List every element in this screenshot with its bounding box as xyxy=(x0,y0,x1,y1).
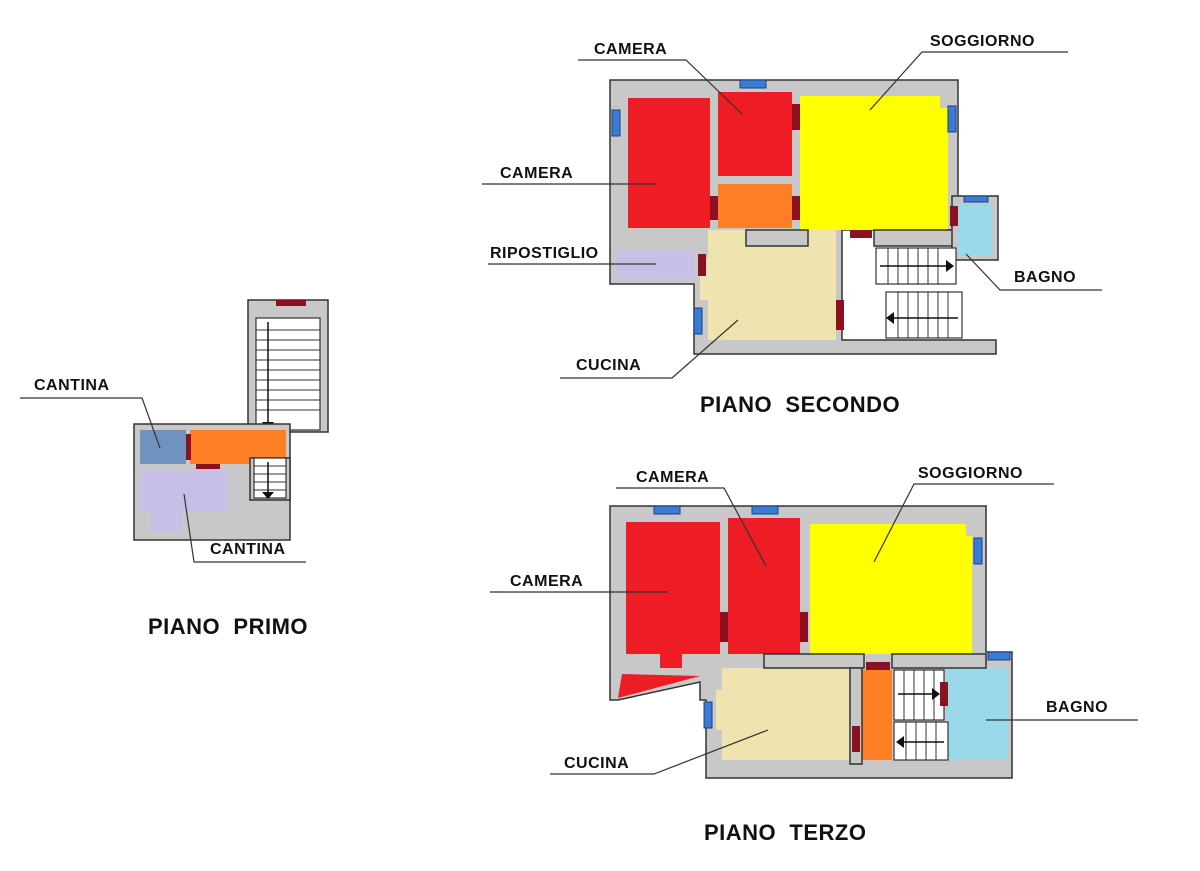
room-terzo-camera-left-corner xyxy=(618,674,700,698)
window-secondo-4 xyxy=(963,195,989,203)
floor-title-primo: PIANO PRIMO xyxy=(148,614,308,639)
floor-plan-secondo: CAMERA SOGGIORNO CAMERA RIPOSTIGLIO BAGN… xyxy=(482,33,1102,417)
room-terzo-camera-mid xyxy=(728,518,800,654)
label-terzo-bagno: BAGNO xyxy=(1046,699,1108,716)
label-primo-cantina-bottom: CANTINA xyxy=(210,541,286,558)
leader-primo-cantina-top xyxy=(20,397,161,449)
wall-secondo-inner-1 xyxy=(745,229,809,247)
label-secondo-camera-top: CAMERA xyxy=(594,41,667,58)
leader-secondo-cucina xyxy=(560,319,739,379)
stair-steps-primo-lower xyxy=(254,465,286,491)
door-secondo-3 xyxy=(792,196,800,220)
room-secondo-disimpegno xyxy=(718,184,792,228)
label-secondo-ripostiglio: RIPOSTIGLIO xyxy=(490,245,599,262)
wall-secondo-inner-2 xyxy=(873,229,959,247)
window-terzo-2 xyxy=(751,505,779,515)
window-terzo-4 xyxy=(987,651,1011,661)
window-secondo-2 xyxy=(611,109,621,137)
window-terzo-1 xyxy=(653,505,681,515)
leader-primo-cantina-bottom xyxy=(183,493,306,563)
stair-primo-lower xyxy=(253,457,287,499)
room-secondo-camera-left xyxy=(628,98,710,228)
stair-arrowhead-secondo-lower xyxy=(886,312,894,324)
stair-primo-upper xyxy=(255,317,321,431)
room-primo-cantina-b xyxy=(140,470,228,532)
room-terzo-cucina xyxy=(716,668,850,760)
window-secondo-3 xyxy=(947,105,957,133)
label-secondo-camera-left: CAMERA xyxy=(500,165,573,182)
door-terzo-1 xyxy=(720,612,728,642)
stair-steps-terzo-lower xyxy=(905,722,937,760)
room-secondo-camera-top xyxy=(718,92,792,176)
label-primo-cantina-top: CANTINA xyxy=(34,377,110,394)
door-secondo-4 xyxy=(850,230,872,238)
label-secondo-soggiorno: SOGGIORNO xyxy=(930,33,1035,50)
room-terzo-soggiorno xyxy=(810,524,972,654)
room-terzo-disimpegno xyxy=(862,670,892,760)
floor-plan-terzo: CAMERA SOGGIORNO CAMERA BAGNO CUCINA PIA… xyxy=(490,465,1138,845)
room-terzo-bagno xyxy=(946,668,1008,760)
floor-title-secondo: PIANO SECONDO xyxy=(700,392,900,417)
door-terzo-4 xyxy=(852,726,860,752)
room-secondo-cucina xyxy=(700,230,836,340)
leader-secondo-soggiorno xyxy=(869,51,1068,111)
stair-arrowhead-primo-lower xyxy=(262,492,274,499)
stair-arrowhead-secondo-upper xyxy=(946,260,954,272)
room-secondo-bagno xyxy=(958,204,992,256)
door-terzo-2 xyxy=(800,612,808,642)
label-terzo-soggiorno: SOGGIORNO xyxy=(918,465,1023,482)
door-primo-a xyxy=(186,434,191,460)
floor-title-terzo: PIANO TERZO xyxy=(704,820,866,845)
label-terzo-cucina: CUCINA xyxy=(564,755,629,772)
stair-secondo-lower xyxy=(885,291,963,339)
door-primo-b xyxy=(196,464,220,469)
leader-terzo-camera-top xyxy=(616,487,767,567)
room-terzo-camera-left xyxy=(626,522,720,668)
window-secondo-5 xyxy=(693,307,703,335)
door-secondo-1 xyxy=(792,104,800,130)
wall-terzo-inner-2 xyxy=(891,653,987,669)
stair-steps-secondo-lower xyxy=(897,292,949,338)
wall-terzo-inner-1 xyxy=(763,653,865,669)
leader-secondo-bagno xyxy=(965,253,1102,291)
door-secondo-2 xyxy=(710,196,718,220)
label-secondo-cucina: CUCINA xyxy=(576,357,641,374)
label-secondo-bagno: BAGNO xyxy=(1014,269,1076,286)
leader-terzo-soggiorno xyxy=(873,483,1054,563)
stair-steps-primo-upper xyxy=(256,329,320,411)
door-secondo-5 xyxy=(698,254,706,276)
door-secondo-7 xyxy=(950,206,958,226)
door-terzo-5 xyxy=(940,682,948,706)
window-terzo-3 xyxy=(973,537,983,565)
floor-plan-primo: CANTINA CANTINA PIANO PRIMO xyxy=(20,299,329,639)
leader-secondo-camera-top xyxy=(578,59,743,115)
room-primo-cantina-a xyxy=(140,430,186,464)
label-terzo-camera-top: CAMERA xyxy=(636,469,709,486)
door-secondo-6 xyxy=(836,300,844,330)
door-primo-top xyxy=(276,300,306,306)
stair-arrowhead-terzo-lower xyxy=(896,736,904,748)
leader-terzo-cucina xyxy=(550,729,769,775)
room-secondo-soggiorno xyxy=(800,96,948,230)
stair-arrowhead-terzo-upper xyxy=(932,688,940,700)
label-terzo-camera-left: CAMERA xyxy=(510,573,583,590)
door-terzo-3 xyxy=(866,662,890,670)
window-terzo-5 xyxy=(703,701,713,729)
window-secondo-1 xyxy=(739,79,767,89)
